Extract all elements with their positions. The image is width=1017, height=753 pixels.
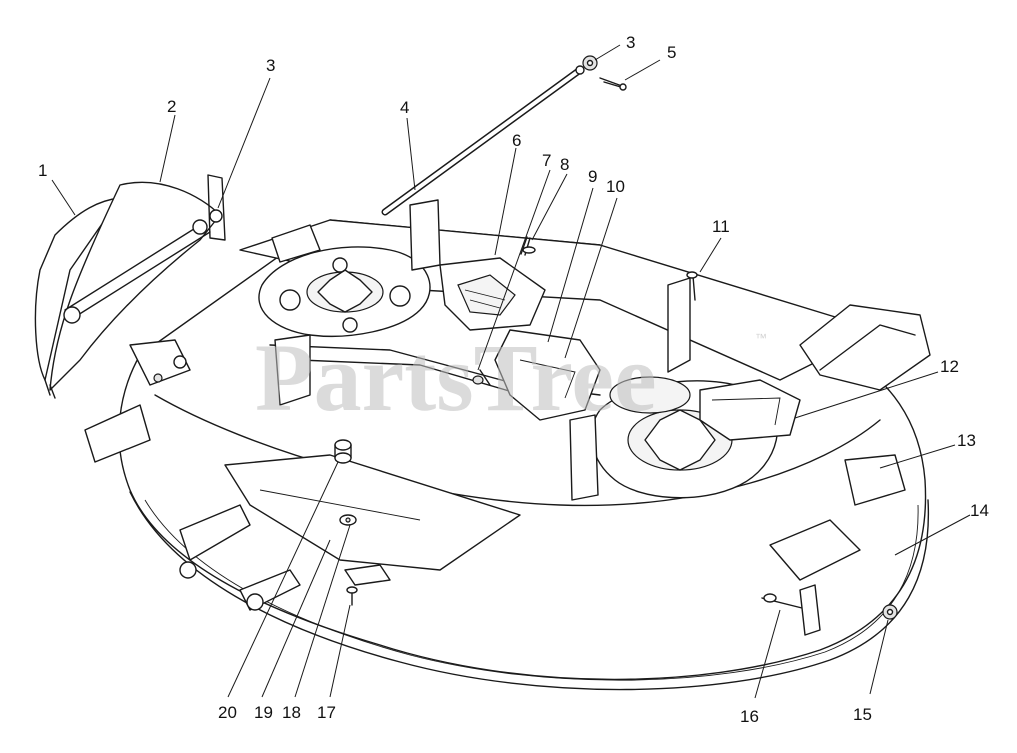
- carriage-bolt-7: [520, 236, 536, 256]
- callout-15: 15: [853, 705, 872, 724]
- callout-12: 12: [940, 357, 959, 376]
- callout-8: 8: [560, 155, 569, 174]
- callout-14: 14: [970, 501, 989, 520]
- front-bracket-mid: [569, 414, 599, 501]
- mount-bracket: [667, 271, 698, 373]
- callout-2: 2: [167, 97, 176, 116]
- callout-3-right: 3: [626, 33, 635, 52]
- rear-bracket: [271, 199, 441, 271]
- left-spindle-plate: [258, 246, 431, 337]
- bolt-16: [761, 584, 821, 636]
- idler-bracket: [494, 329, 601, 421]
- cotter-pin: [599, 77, 627, 91]
- callout-16: 16: [740, 707, 759, 726]
- callout-4: 4: [400, 98, 409, 117]
- bolt-17: [346, 586, 358, 606]
- deflector-rod: [381, 65, 585, 216]
- callout-1: 1: [38, 161, 47, 180]
- left-hinge-bracket: [129, 339, 191, 386]
- watermark-trademark: ™: [755, 331, 767, 345]
- washer-19: [339, 514, 357, 526]
- callout-3-left: 3: [266, 56, 275, 75]
- bushing-20: [334, 439, 352, 464]
- callout-11: 11: [712, 217, 730, 236]
- callout-labels: 1 2 3 3 4 5 6 7 8 9 10 11 12 13 14 15 16…: [38, 33, 989, 726]
- rod-nut: [582, 55, 598, 71]
- link-18: [344, 564, 391, 586]
- lock-nut-15: [882, 604, 898, 620]
- watermark-text: PartsTree: [255, 324, 657, 431]
- callout-17: 17: [317, 703, 336, 722]
- callout-13: 13: [957, 431, 976, 450]
- callout-5: 5: [667, 43, 676, 62]
- lift-arms: [84, 404, 301, 611]
- front-strip-14: [769, 519, 861, 581]
- hinge-pin-clip: [207, 174, 226, 241]
- callout-7: 7: [542, 151, 551, 170]
- right-discharge-bracket: [799, 304, 931, 391]
- skirt-strip-13: [844, 454, 906, 506]
- discharge-deflector: [34, 181, 221, 399]
- belt-shield: [439, 257, 546, 331]
- callout-18: 18: [282, 703, 301, 722]
- callout-9: 9: [588, 167, 597, 186]
- callout-19: 19: [254, 703, 273, 722]
- front-link-plate: [224, 454, 521, 571]
- front-bracket-left: [274, 334, 311, 406]
- callout-20: 20: [218, 703, 237, 722]
- callout-6: 6: [512, 131, 521, 150]
- callout-10: 10: [606, 177, 625, 196]
- leader-lines: [51, 44, 971, 699]
- bolt-8: [472, 369, 491, 386]
- baffle-12: [699, 379, 801, 441]
